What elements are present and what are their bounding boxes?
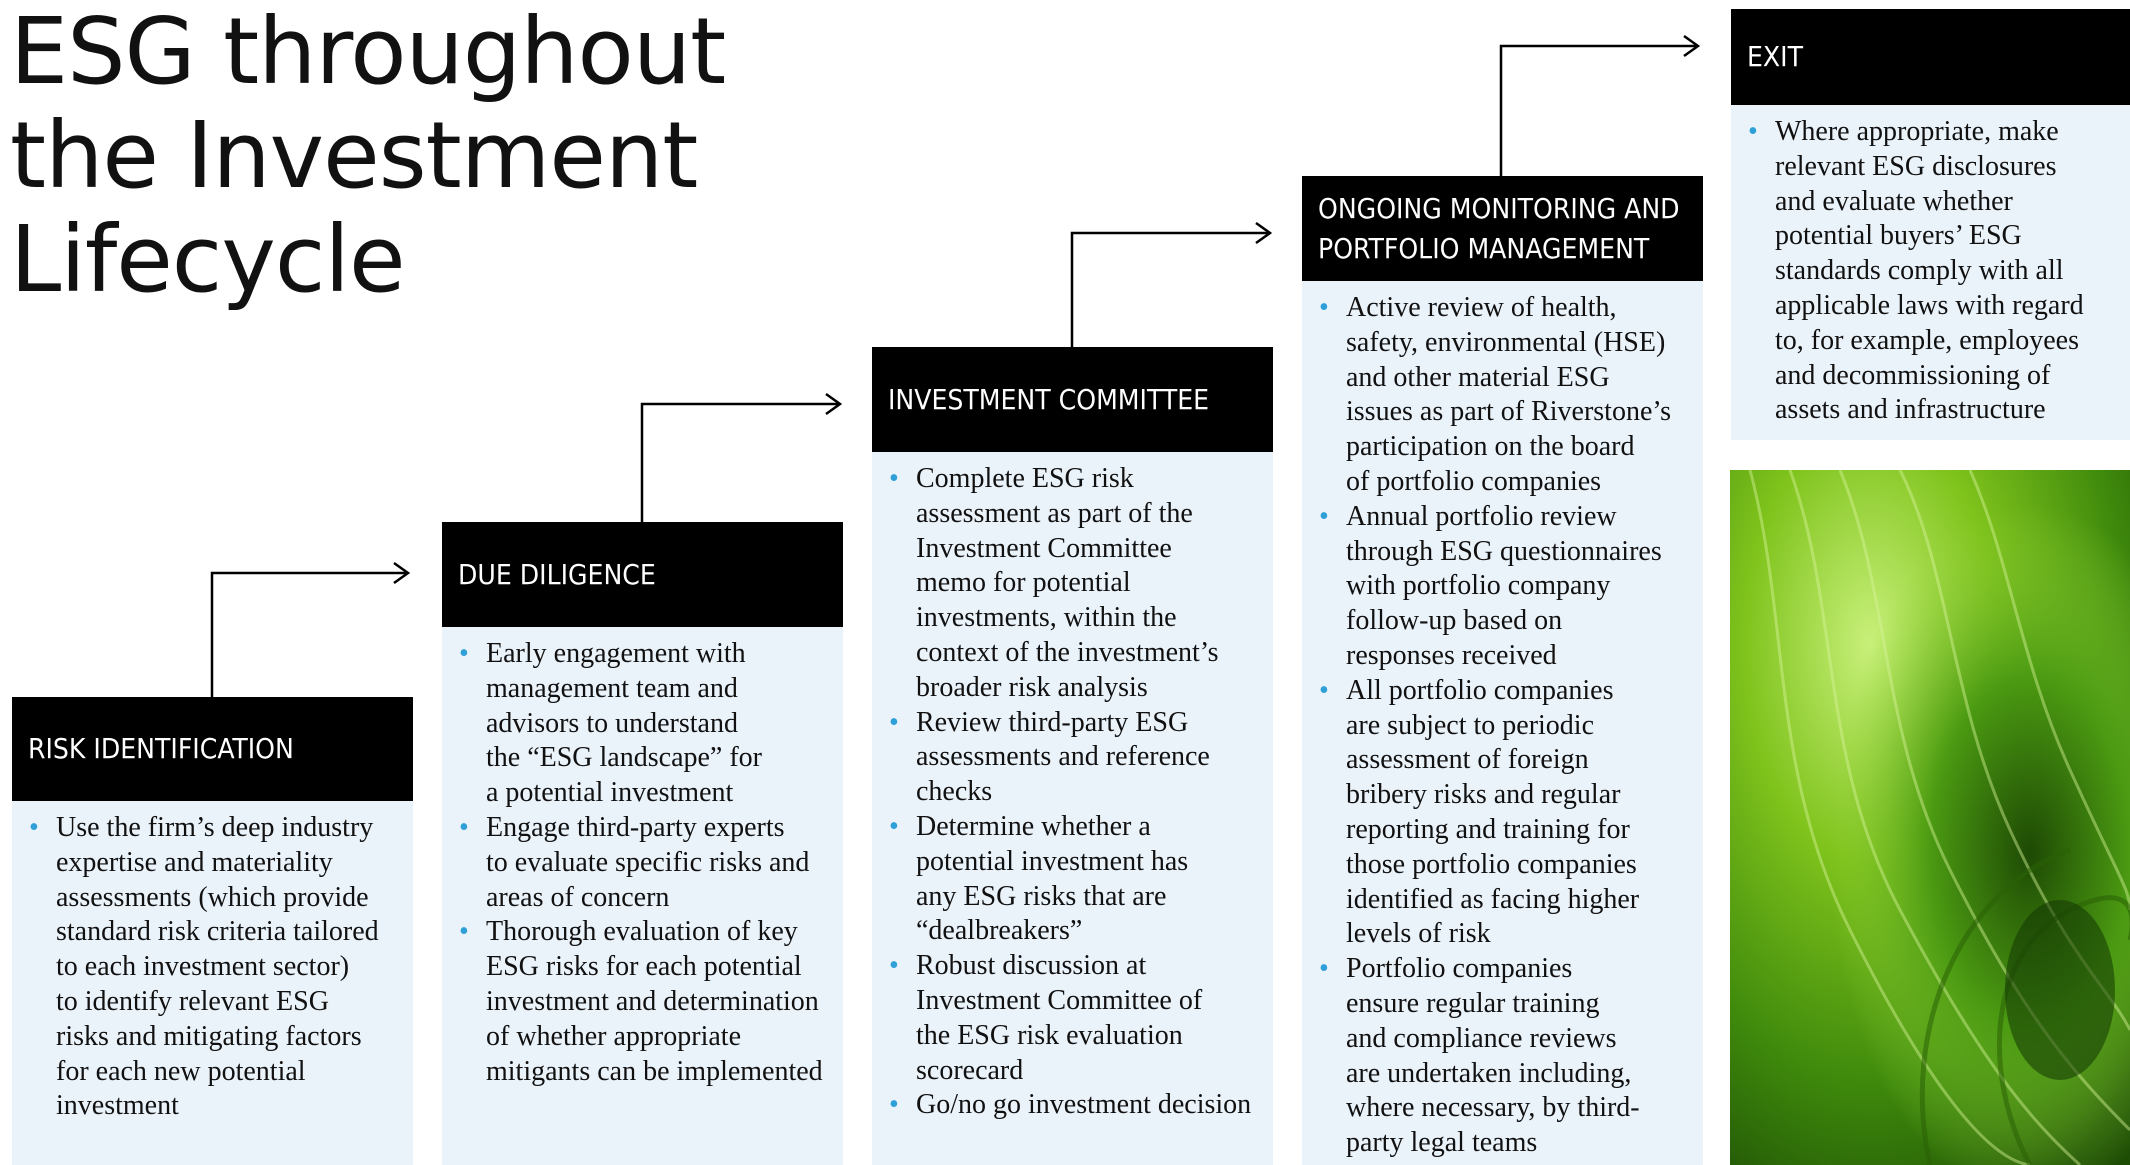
- title-line-1: ESG throughout: [10, 0, 726, 105]
- arrow-diligence-to-committee: [640, 402, 840, 522]
- arrow-committee-to-monitoring: [1070, 231, 1270, 347]
- bullet-item: Go/no go investment decision: [886, 1088, 1259, 1123]
- bullet-item: Active review of health,safety, environm…: [1316, 291, 1689, 500]
- title-line-2: the Investment: [10, 102, 698, 209]
- green-leaf-photo: [1730, 470, 2130, 1165]
- arrowhead-4: [1683, 34, 1701, 58]
- stage-panel-ongoing-monitoring: Active review of health,safety, environm…: [1302, 281, 1703, 1165]
- stage-header-label-line-2: PORTFOLIO MANAGEMENT: [1318, 231, 1650, 265]
- stage-header-due-diligence: DUE DILIGENCE: [442, 522, 843, 627]
- stage-header-exit: EXIT: [1731, 9, 2130, 105]
- arrow-risk-to-diligence: [210, 571, 408, 697]
- arrowhead-1: [393, 561, 411, 585]
- arrow-monitoring-to-exit: [1499, 44, 1698, 176]
- stage-header-risk-identification: RISK IDENTIFICATION: [12, 697, 413, 801]
- title-line-3: Lifecycle: [10, 206, 406, 313]
- arrowhead-2: [825, 392, 843, 416]
- page-title: ESG throughout the Investment Lifecycle: [10, 0, 730, 312]
- stage-header-label: EXIT: [1747, 40, 1803, 73]
- stage-header-label-line-1: ONGOING MONITORING AND: [1318, 191, 1680, 225]
- stage-header-label: DUE DILIGENCE: [458, 557, 656, 591]
- stage-header-investment-committee: INVESTMENT COMMITTEE: [872, 347, 1273, 452]
- stage-header-label: RISK IDENTIFICATION: [28, 732, 294, 765]
- stage-header-ongoing-monitoring: ONGOING MONITORING AND PORTFOLIO MANAGEM…: [1302, 176, 1703, 281]
- arrowhead-3: [1255, 221, 1273, 245]
- stage-header-label: INVESTMENT COMMITTEE: [888, 382, 1210, 416]
